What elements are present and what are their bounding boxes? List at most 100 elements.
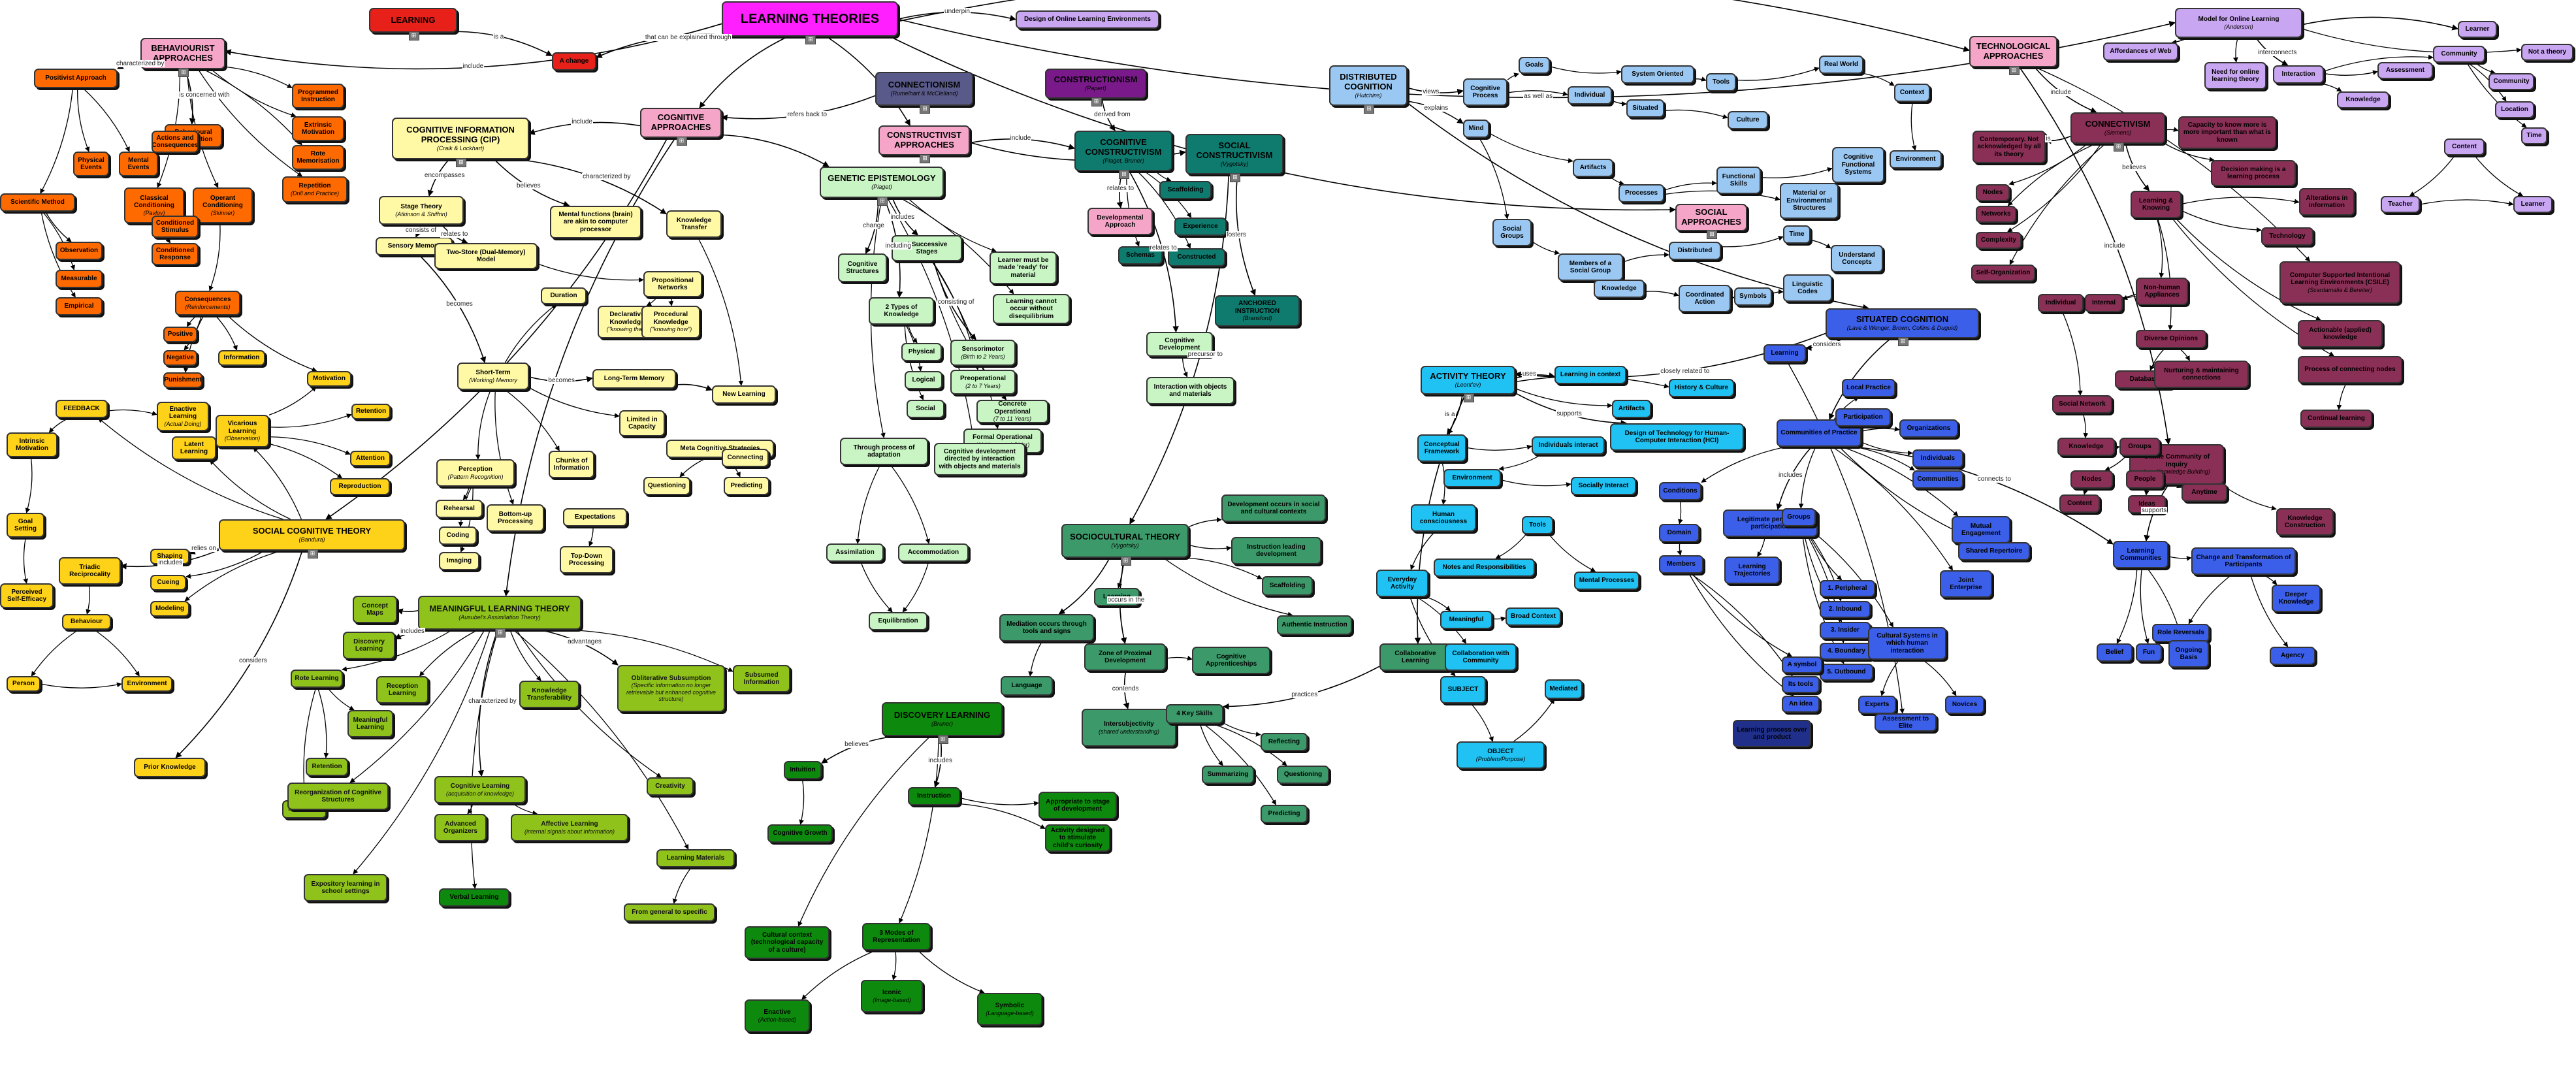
concept-node-social-constr[interactable]: SOCIAL CONSTRUCTIVISM(Vygotsky) xyxy=(1185,134,1283,174)
concept-node-conditioned-stimulus[interactable]: Conditioned Stimulus xyxy=(152,216,199,238)
expand-icon[interactable]: ⊞ xyxy=(495,628,506,638)
concept-node-sociocultural[interactable]: SOCIOCULTURAL THEORY(Vygotsky) xyxy=(1061,524,1189,558)
concept-node-sc-insider[interactable]: 3. Insider xyxy=(1820,622,1871,639)
concept-node-interaction-objects[interactable]: Interaction with objects and materials xyxy=(1146,377,1234,404)
concept-node-dc-goals[interactable]: Goals xyxy=(1519,57,1550,74)
concept-node-dc-knowledge[interactable]: Knowledge xyxy=(1594,280,1645,298)
concept-node-at-socially[interactable]: Socially Interact xyxy=(1571,477,1636,495)
concept-node-cn-cscl[interactable]: Computer Supported Intentional Learning … xyxy=(2279,261,2400,304)
concept-node-preoperational[interactable]: Preoperational(2 to 7 Years) xyxy=(950,370,1016,395)
concept-node-sc-domain[interactable]: Domain xyxy=(1659,524,1699,542)
concept-node-intuition[interactable]: Intuition xyxy=(784,761,822,779)
concept-node-cog-structures[interactable]: Cognitive Structures xyxy=(838,253,887,282)
concept-node-sc-assessment[interactable]: Assessment to Elite xyxy=(1875,713,1937,732)
concept-node-dc-distributed[interactable]: Distributed xyxy=(1669,242,1721,260)
concept-node-discovery-learning[interactable]: DISCOVERY LEARNING(Bruner) xyxy=(882,702,1003,736)
concept-node-at-everyday[interactable]: Everyday Activity xyxy=(1376,570,1428,597)
concept-node-knowledge-transfer[interactable]: Knowledge Transfer xyxy=(666,210,722,238)
concept-node-sc-participation[interactable]: Participation xyxy=(1835,408,1891,427)
concept-node-reproduction[interactable]: Reproduction xyxy=(330,478,390,495)
concept-node-limited-capacity[interactable]: Limited in Capacity xyxy=(619,410,665,436)
concept-node-sc-cultural-systems[interactable]: Cultural Systems in which human interact… xyxy=(1868,627,1946,660)
concept-node-cn-social-network[interactable]: Social Network xyxy=(2052,395,2112,413)
concept-node-logical-k[interactable]: Logical xyxy=(905,371,942,389)
concept-node-cn-decision[interactable]: Decision making is a learning process xyxy=(2211,160,2296,186)
expand-icon[interactable]: ⊞ xyxy=(178,68,189,77)
concept-node-vicarious[interactable]: Vicarious Learning(Observation) xyxy=(216,415,269,447)
concept-node-at-mental[interactable]: Mental Processes xyxy=(1574,572,1639,590)
concept-node-dc-situated[interactable]: Situated xyxy=(1626,99,1664,118)
expand-icon[interactable]: ⊞ xyxy=(1119,170,1129,179)
concept-node-at-conceptual[interactable]: Conceptual Framework xyxy=(1417,434,1466,462)
concept-node-ol-interaction[interactable]: Interaction xyxy=(2273,65,2324,84)
concept-node-operant-cond[interactable]: Operant Conditioning(Skinner) xyxy=(193,187,253,223)
concept-node-at-individuals[interactable]: Individuals interact xyxy=(1532,436,1605,455)
concept-node-cn-knowledge-constr[interactable]: Knowledge Construction xyxy=(2276,508,2334,536)
concept-node-enactive[interactable]: Enactive Learning(Actual Doing) xyxy=(157,402,209,431)
concept-node-at-subject[interactable]: SUBJECT xyxy=(1440,676,1486,704)
concept-node-learner-ready[interactable]: Learner must be made 'ready' for materia… xyxy=(990,251,1057,284)
concept-node-cn-knowledge[interactable]: Knowledge xyxy=(2057,438,2115,456)
concept-node-concept-maps[interactable]: Concept Maps xyxy=(353,596,397,623)
expand-icon[interactable]: ⊞ xyxy=(1091,97,1102,106)
expand-icon[interactable]: ⊞ xyxy=(1364,105,1374,114)
concept-node-cn-individual[interactable]: Individual xyxy=(2038,294,2084,312)
concept-node-cn-anytime[interactable]: Anytime xyxy=(2182,483,2227,502)
concept-node-language[interactable]: Language xyxy=(1001,676,1053,696)
concept-node-person[interactable]: Person xyxy=(7,676,40,692)
concept-node-sc-learning-traj[interactable]: Learning Trajectories xyxy=(1724,557,1780,584)
concept-node-sc-boundary[interactable]: 4. Boundary xyxy=(1820,643,1873,660)
concept-node-cognitive-constr[interactable]: COGNITIVE CONSTRUCTIVISM(Piaget, Bruner) xyxy=(1074,131,1172,171)
concept-node-cueing[interactable]: Cueing xyxy=(150,575,186,591)
concept-node-ol-not-theory[interactable]: Not a theory xyxy=(2521,44,2573,61)
concept-node-dc-system[interactable]: System Oriented xyxy=(1621,65,1694,84)
concept-node-dc-context[interactable]: Context xyxy=(1894,84,1930,102)
concept-node-instruction-d[interactable]: Instruction xyxy=(908,787,960,805)
concept-node-constructed[interactable]: Constructed xyxy=(1168,248,1225,267)
concept-node-dc-symbols[interactable]: Symbols xyxy=(1734,287,1772,306)
concept-node-cn-nodes[interactable]: Nodes xyxy=(1976,184,2010,201)
concept-node-a-change[interactable]: A change xyxy=(552,52,596,71)
concept-node-design-ole[interactable]: Design of Online Learning Environments xyxy=(1016,10,1159,29)
concept-node-dc-linguistic[interactable]: Linguistic Codes xyxy=(1783,274,1832,302)
concept-node-consequences[interactable]: Consequences(Reinforcements) xyxy=(175,291,240,316)
concept-node-three-modes[interactable]: 3 Modes of Representation xyxy=(862,923,931,950)
concept-node-intersubjectivity[interactable]: Intersubjectivity(shared understanding) xyxy=(1082,709,1176,747)
concept-node-latent[interactable]: Latent Learning xyxy=(172,436,216,460)
concept-node-connectionism[interactable]: CONNECTIONISM(Rumelhart & McClelland) xyxy=(875,72,973,106)
concept-node-learning-not-accel[interactable]: Learning cannot occur without disequilib… xyxy=(993,294,1070,324)
concept-node-dc-cog-process[interactable]: Cognitive Process xyxy=(1463,78,1507,106)
concept-node-empirical[interactable]: Empirical xyxy=(56,297,103,316)
expand-icon[interactable]: ⊞ xyxy=(1707,230,1717,239)
concept-node-attention[interactable]: Attention xyxy=(350,451,391,466)
concept-node-discovery-lrn-l[interactable]: Discovery Learning xyxy=(343,632,395,659)
concept-node-cn-networks[interactable]: Networks xyxy=(1976,206,2016,223)
concept-node-dc-functional-skills[interactable]: Functional Skills xyxy=(1716,167,1761,194)
concept-node-sc-learning-process[interactable]: Learning process over and product xyxy=(1733,720,1811,747)
expand-icon[interactable]: ⊞ xyxy=(877,197,888,206)
concept-node-cn-nodes2[interactable]: Nodes xyxy=(2070,470,2113,489)
concept-node-at-meaningful[interactable]: Meaningful xyxy=(1440,611,1492,629)
concept-node-creativity[interactable]: Creativity xyxy=(647,777,694,796)
concept-node-learning[interactable]: LEARNING xyxy=(369,8,457,33)
concept-node-connectivism[interactable]: CONNECTIVISM(Siemens) xyxy=(2070,112,2165,144)
concept-node-through-adapt[interactable]: Through process of adaptation xyxy=(840,438,928,465)
concept-node-sc-peripheral[interactable]: 1. Peripheral xyxy=(1820,580,1875,597)
concept-node-dc-environment[interactable]: Environment xyxy=(1890,150,1942,169)
concept-node-sc-groups[interactable]: Groups xyxy=(1782,508,1816,526)
concept-node-authentic-instr[interactable]: Authentic Instruction xyxy=(1277,615,1352,635)
concept-node-meaningful-lrn[interactable]: Meaningful Learning xyxy=(347,710,393,737)
concept-node-four-key-skills[interactable]: 4 Key Skills xyxy=(1166,704,1223,724)
concept-node-equilibration[interactable]: Equilibration xyxy=(869,612,927,630)
concept-node-sc-an-idea[interactable]: An idea xyxy=(1782,696,1820,713)
concept-node-social-appr[interactable]: SOCIAL APPROACHES xyxy=(1675,204,1747,231)
concept-node-modeling[interactable]: Modeling xyxy=(150,601,189,617)
concept-node-cognitive-growth[interactable]: Cognitive Growth xyxy=(767,824,833,843)
concept-node-cn-learning-is[interactable]: Learning & Knowing xyxy=(2131,191,2182,218)
concept-node-verbal-learning[interactable]: Verbal Learning xyxy=(439,888,509,907)
expand-icon[interactable]: ⊞ xyxy=(1230,173,1240,182)
concept-node-cn-diverse[interactable]: Diverse Opinions xyxy=(2136,330,2206,348)
concept-node-sc-members[interactable]: Members xyxy=(1659,555,1703,574)
concept-node-sc-tools[interactable]: Its tools xyxy=(1782,676,1820,693)
expand-icon[interactable]: ⊞ xyxy=(307,549,318,558)
